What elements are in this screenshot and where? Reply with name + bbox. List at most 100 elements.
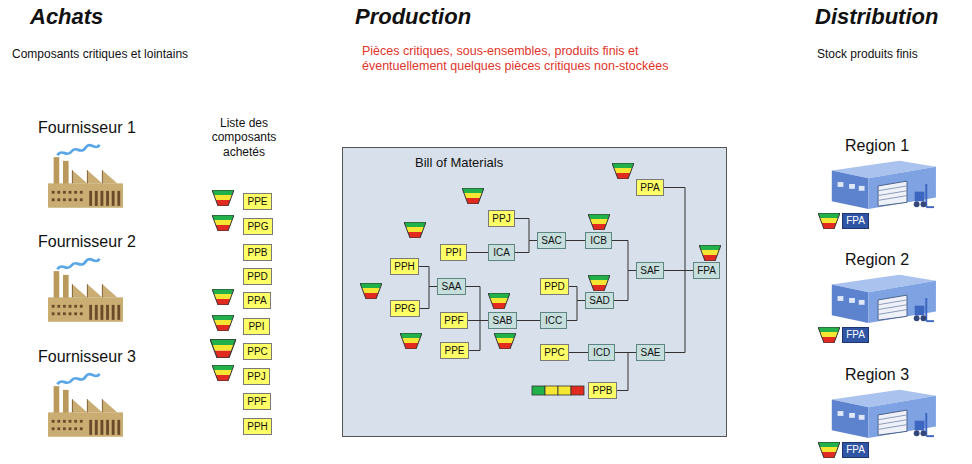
part-code: PPF (247, 397, 266, 407)
part-code: PPG (394, 304, 415, 314)
bom-link (664, 188, 693, 271)
bom-link (567, 301, 585, 321)
supplier-label: Fournisseur 1 (38, 118, 136, 137)
column-heading: Distribution (815, 4, 938, 30)
part-code: SAD (589, 296, 610, 306)
part-code: PPB (592, 386, 612, 396)
part-code: PPI (248, 322, 264, 332)
part-code: PPJ (492, 214, 510, 224)
part-code: PPE (247, 197, 267, 207)
column-heading: Achats (30, 4, 103, 30)
bom-link (420, 287, 437, 309)
part-box: PPB (243, 244, 272, 261)
part-code: PPC (544, 348, 565, 358)
part-box: PPA (243, 292, 271, 309)
assembly-box: FPA (693, 262, 720, 279)
column-subtitle: Composants critiques et lointains (12, 47, 188, 61)
assembly-box: ICC (540, 312, 567, 329)
part-code: PPH (394, 262, 415, 272)
part-code: SAF (640, 266, 659, 276)
part-code: ICC (545, 316, 562, 326)
bom-link (617, 353, 636, 391)
part-code: PPJ (247, 372, 265, 382)
bom-link (665, 271, 693, 353)
part-box: PPJ (488, 210, 515, 227)
part-box: PPI (243, 318, 270, 335)
part-box: PPE (440, 342, 469, 359)
bom-link (569, 352, 588, 353)
part-code: SAB (492, 316, 512, 326)
part-code: FPA (846, 216, 865, 226)
part-box: PPG (390, 300, 420, 317)
part-box: PPF (440, 312, 468, 329)
part-code: ICB (590, 236, 607, 246)
bom-link (515, 241, 537, 253)
part-box: PPE (243, 193, 272, 210)
assembly-box: SAD (585, 292, 614, 309)
part-box: PPD (243, 268, 272, 285)
part-code: SAC (541, 236, 562, 246)
part-code: SAE (640, 348, 660, 358)
panel-title: Bill of Materials (415, 156, 503, 169)
column-heading: Production (355, 4, 471, 30)
region-label: Region 1 (845, 136, 909, 155)
assembly-box: SAE (636, 344, 665, 361)
part-code: PPD (544, 282, 565, 292)
part-code: PPD (247, 272, 268, 282)
assembly-box: SAF (636, 262, 664, 279)
part-box: PPF (243, 393, 271, 410)
part-box: PPG (243, 218, 273, 235)
part-code: FPA (846, 445, 865, 455)
part-code: PPA (640, 183, 659, 193)
bom-link (566, 240, 585, 241)
part-code: PPH (247, 422, 268, 432)
region-label: Region 2 (845, 250, 909, 269)
part-box: PPC (540, 344, 569, 361)
bom-link (569, 287, 585, 301)
bom-link (466, 287, 488, 321)
part-code: PPG (247, 222, 268, 232)
assembly-box: ICA (488, 244, 515, 261)
part-box: PPH (243, 418, 272, 435)
bom-link (467, 252, 488, 253)
list-heading: Liste des composants achetés (198, 116, 290, 159)
part-box: PPA (636, 179, 664, 196)
bom-panel: Bill of MaterialsPPJ PPI ICA SAC ICB PPA PPH SA… (342, 147, 727, 437)
stock-box: FPA (842, 327, 869, 343)
assembly-box: SAC (537, 232, 566, 249)
part-box: PPI (440, 244, 467, 261)
bom-link (614, 271, 636, 301)
column-subtitle: Stock produits finis (817, 47, 918, 61)
column-subtitle: Pièces critiques, sous-ensembles, produi… (362, 44, 712, 74)
part-code: PPA (247, 296, 266, 306)
supplier-label: Fournisseur 2 (38, 232, 136, 251)
part-code: PPB (247, 248, 267, 258)
part-code: PPC (247, 347, 268, 357)
stock-box: FPA (842, 442, 869, 458)
assembly-box: SAA (437, 278, 466, 295)
part-code: PPE (444, 346, 464, 356)
part-code: ICD (593, 348, 610, 358)
part-box: PPB (588, 382, 617, 399)
supplier-label: Fournisseur 3 (38, 347, 136, 366)
region-label: Region 3 (845, 365, 909, 384)
assembly-box: ICB (585, 232, 612, 249)
bom-link (612, 241, 636, 271)
part-code: PPF (444, 316, 463, 326)
part-code: ICA (493, 248, 510, 258)
assembly-box: SAB (488, 312, 517, 329)
bom-link (469, 321, 488, 351)
part-code: PPI (445, 248, 461, 258)
part-code: FPA (846, 330, 865, 340)
bom-link (419, 267, 437, 287)
part-code: FPA (697, 266, 716, 276)
part-box: PPC (243, 343, 272, 360)
part-code: SAA (441, 282, 461, 292)
assembly-box: ICD (588, 344, 615, 361)
bom-link (517, 320, 540, 321)
part-box: PPD (540, 278, 569, 295)
part-box: PPJ (243, 368, 270, 385)
stock-box: FPA (842, 213, 869, 229)
bom-link (515, 219, 537, 241)
part-box: PPH (390, 258, 419, 275)
